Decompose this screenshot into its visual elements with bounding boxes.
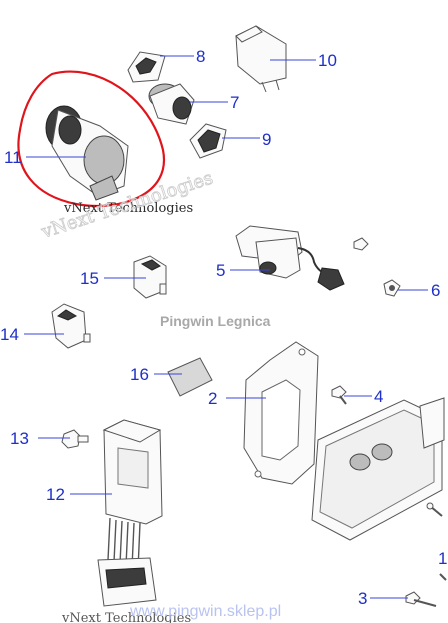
part-13-screw bbox=[38, 429, 89, 449]
callout-10: 10 bbox=[318, 51, 337, 70]
part-16-pad bbox=[154, 357, 213, 397]
part-7-housing bbox=[148, 83, 228, 125]
part-10-relay bbox=[235, 25, 316, 93]
edge-bolt bbox=[426, 502, 443, 517]
callout-4: 4 bbox=[374, 387, 383, 406]
edge-bolt-2 bbox=[439, 573, 447, 581]
ecu-module bbox=[311, 397, 445, 541]
callout-8: 8 bbox=[196, 47, 205, 66]
callout-15: 15 bbox=[80, 269, 99, 288]
part-2-bracket bbox=[226, 341, 319, 485]
callout-1: 1 bbox=[438, 549, 447, 568]
callout-12: 12 bbox=[46, 485, 65, 504]
watermark-vnext-bottom: vNext Technologies bbox=[61, 611, 191, 623]
callout-11: 11 bbox=[4, 148, 22, 167]
part-12-module bbox=[70, 419, 163, 607]
part-4-screw bbox=[331, 385, 372, 405]
part-8-connector bbox=[127, 51, 194, 83]
part-14-connector bbox=[24, 303, 91, 349]
small-bolt bbox=[353, 237, 369, 251]
part-5-sensor bbox=[230, 225, 345, 291]
callout-13: 13 bbox=[10, 429, 29, 448]
callout-3: 3 bbox=[358, 589, 367, 608]
watermark-shop: Pingwin Legnica bbox=[160, 313, 271, 329]
callout-5: 5 bbox=[216, 261, 225, 280]
callout-14: 14 bbox=[0, 325, 19, 344]
callout-7: 7 bbox=[230, 93, 239, 112]
callout-6: 6 bbox=[431, 281, 440, 300]
part-9-plug bbox=[189, 123, 260, 159]
part-3-screw bbox=[370, 591, 437, 607]
highlight-circle bbox=[17, 70, 166, 208]
callout-2: 2 bbox=[208, 389, 217, 408]
callout-9: 9 bbox=[262, 130, 271, 149]
watermark-url: www.pingwin.sklep.pl bbox=[129, 603, 281, 620]
part-6-bolt bbox=[383, 279, 428, 297]
part-11-ignition-switch bbox=[26, 105, 129, 201]
callout-16: 16 bbox=[130, 365, 149, 384]
part-15-connector bbox=[104, 255, 167, 299]
watermark-vnext: vNext Technologies bbox=[63, 201, 193, 216]
